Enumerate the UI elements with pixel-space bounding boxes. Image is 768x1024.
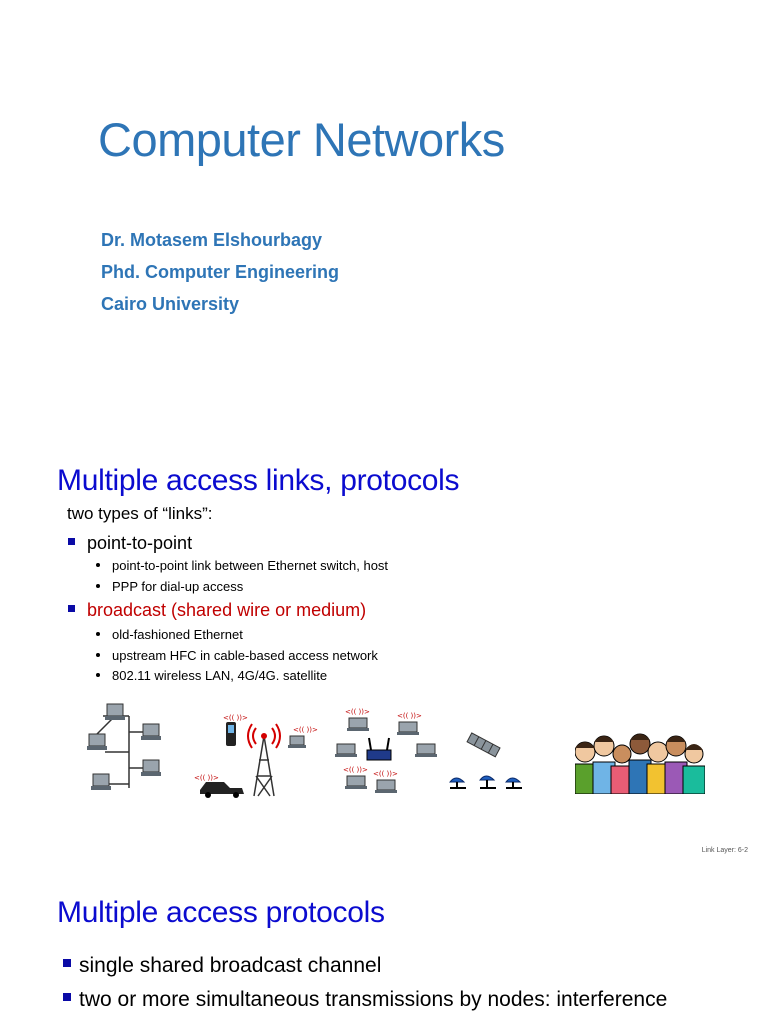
title-slide: Computer Networks Dr. Motasem Elshourbag… xyxy=(0,0,768,440)
access-protocols-slide: Multiple access protocols single shared … xyxy=(0,868,768,1024)
intro-text: two types of “links”: xyxy=(67,504,213,523)
access-links-slide: Multiple access links, protocols two typ… xyxy=(0,440,768,868)
bullet-interference: two or more simultaneous transmissions b… xyxy=(63,988,667,1012)
slide-heading: Multiple access protocols xyxy=(57,896,385,929)
square-bullet-icon xyxy=(68,537,75,545)
slide-heading: Multiple access links, protocols xyxy=(57,464,460,497)
bullet-point-to-point: point-to-point xyxy=(68,533,192,554)
shared-rf-wifi-icon: <(( ))> <(( ))> <(( ))> <(( ))> xyxy=(335,708,437,793)
author-degree: Phd. Computer Engineering xyxy=(101,262,340,282)
shared-rf-satellite-icon xyxy=(448,732,522,789)
sub-bullet: point-to-point link between Ethernet swi… xyxy=(96,558,388,573)
square-bullet-icon xyxy=(63,959,71,968)
sub-bullet: upstream HFC in cable-based access netwo… xyxy=(96,648,378,663)
svg-text:<(( ))>: <(( ))> xyxy=(373,770,398,778)
sub-bullet: old-fashioned Ethernet xyxy=(96,627,243,642)
shared-wire-ethernet-icon xyxy=(87,703,161,790)
svg-text:<(( ))>: <(( ))> xyxy=(343,766,368,774)
bullet-shared-channel: single shared broadcast channel xyxy=(63,954,381,978)
svg-text:<(( ))>: <(( ))> xyxy=(345,708,370,716)
sub-bullet: 802.11 wireless LAN, 4G/4G. satellite xyxy=(96,668,327,683)
square-bullet-icon xyxy=(63,993,71,1002)
dot-bullet-icon xyxy=(96,672,100,677)
slide-footer: Link Layer: 6-2 xyxy=(701,847,748,854)
svg-text:<(( ))>: <(( ))> xyxy=(194,774,219,782)
bullet-broadcast: broadcast (shared wire or medium) xyxy=(68,600,366,621)
svg-text:<(( ))>: <(( ))> xyxy=(397,712,422,720)
dot-bullet-icon xyxy=(96,652,100,657)
dot-bullet-icon xyxy=(96,631,100,636)
svg-text:<(( ))>: <(( ))> xyxy=(223,714,248,722)
square-bullet-icon xyxy=(68,604,75,612)
sub-bullet: PPP for dial-up access xyxy=(96,579,243,594)
shared-rf-wireless-icon: <(( ))> <(( ))> <(( ))> xyxy=(194,714,318,798)
dot-bullet-icon xyxy=(96,583,100,588)
cocktail-party-crowd-icon xyxy=(575,724,705,794)
dot-bullet-icon xyxy=(96,562,100,567)
author-name: Dr. Motasem Elshourbagy xyxy=(101,230,323,250)
svg-text:<(( ))>: <(( ))> xyxy=(293,726,318,734)
slide-title: Computer Networks xyxy=(98,113,505,166)
author-university: Cairo University xyxy=(101,294,240,314)
